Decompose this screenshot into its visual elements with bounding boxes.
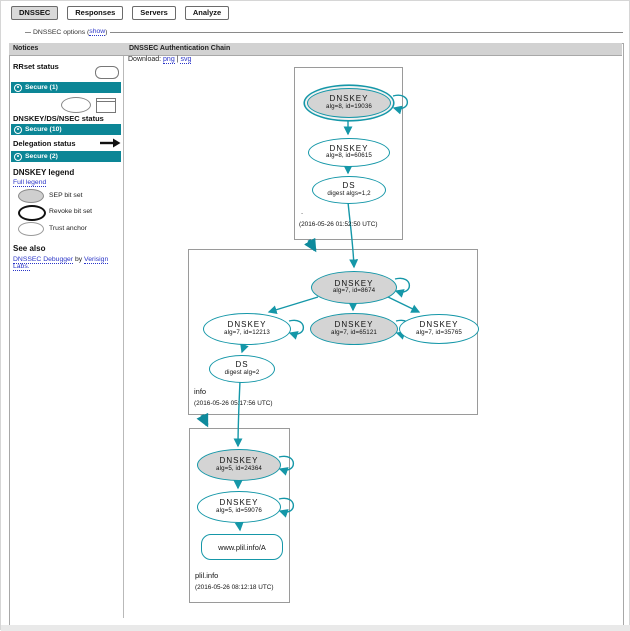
- node-id-label: alg=8, id=19036: [326, 102, 372, 110]
- see-also-by: by: [73, 256, 85, 263]
- node-type-label: DNSKEY: [334, 278, 374, 288]
- delegation-secure-badge[interactable]: Secure (2): [11, 151, 121, 162]
- tab-servers[interactable]: Servers: [132, 6, 176, 21]
- zone-name-plil-info: plil.info: [195, 571, 219, 580]
- node-type-label: DNSKEY: [227, 320, 267, 330]
- node-dnskey-12213[interactable]: DNSKEY alg=7, id=12213: [203, 313, 291, 345]
- node-id-label: alg=5, id=59076: [216, 506, 262, 514]
- nsec-shape-icon: [96, 98, 116, 113]
- divider-line: [25, 31, 31, 33]
- zone-name-info: info: [194, 387, 207, 396]
- node-type-label: DNSKEY: [334, 320, 374, 330]
- secure-lock-icon: [14, 125, 22, 134]
- notices-header: Notices: [13, 45, 39, 52]
- node-type-label: DNSKEY: [329, 94, 369, 104]
- node-id-label: alg=7, id=8674: [332, 287, 376, 295]
- rrset-status-title: RRset status: [13, 62, 59, 71]
- tab-dnssec[interactable]: DNSSEC: [11, 6, 59, 21]
- divider-line: [110, 31, 623, 33]
- delegation-secure-label: Secure (2): [25, 153, 58, 160]
- dnskey-secure-badge[interactable]: Secure (10): [11, 124, 121, 135]
- dnskey-secure-label: Secure (10): [25, 126, 62, 133]
- node-id-label: alg=8, id=60615: [326, 152, 372, 160]
- dnssec-options-row: DNSSEC options ( show ): [25, 28, 623, 36]
- legend-trust-anchor-ellipse: [18, 222, 44, 236]
- zone-name-root: .: [301, 207, 304, 216]
- node-dnskey-60615[interactable]: DNSKEY alg=8, id=60615: [308, 138, 390, 167]
- verisign-labs-link[interactable]: Verisign Labs.: [13, 256, 109, 271]
- tab-bar: DNSSEC Responses Servers Analyze: [11, 6, 230, 21]
- rrset-shape-icon: [95, 66, 119, 79]
- node-id-label: alg=5, id=24364: [216, 464, 262, 472]
- download-label: Download:: [128, 56, 162, 63]
- dnssec-debugger-link[interactable]: DNSSEC Debugger: [13, 256, 74, 264]
- tab-responses[interactable]: Responses: [67, 6, 124, 21]
- dnskey-ds-nsec-status-title: DNSKEY/DS/NSEC status: [13, 114, 104, 123]
- node-type-label: DS: [342, 181, 356, 191]
- download-svg-link[interactable]: svg: [180, 56, 192, 64]
- node-dnskey-59076[interactable]: DNSKEY alg=5, id=59076: [197, 491, 281, 523]
- node-type-label: DNSKEY: [219, 498, 259, 508]
- node-id-label: alg=7, id=65121: [331, 328, 377, 336]
- node-dnskey-35765[interactable]: DNSKEY alg=7, id=35765: [399, 314, 479, 344]
- delegation-status-title: Delegation status: [13, 139, 76, 148]
- node-rrset-www-plil-info-a[interactable]: www.plil.info/A: [201, 534, 283, 560]
- node-type-label: DS: [235, 360, 249, 370]
- node-ds-info[interactable]: DS digest alg=2: [209, 355, 275, 383]
- download-png-link[interactable]: png: [163, 56, 175, 64]
- options-label-close: ): [105, 28, 108, 36]
- legend-sep-label: SEP bit set: [49, 192, 83, 199]
- dnskey-legend-title: DNSKEY legend: [13, 168, 75, 177]
- delegation-arrow-icon: [100, 138, 121, 148]
- dnskey-shape-icon: [61, 97, 91, 113]
- sidebar-divider: [123, 56, 124, 618]
- node-id-label: alg=7, id=35765: [416, 328, 462, 336]
- node-id-label: digest algs=1,2: [327, 189, 371, 197]
- legend-revoke-label: Revoke bit set: [49, 208, 93, 215]
- zone-timestamp-info: (2016-05-26 05:17:56 UTC): [194, 400, 273, 407]
- node-id-label: alg=7, id=12213: [224, 328, 270, 336]
- see-also-title: See also: [13, 244, 46, 253]
- zone-timestamp-root: (2016-05-26 01:52:50 UTC): [299, 221, 378, 228]
- secure-lock-icon: [14, 83, 22, 92]
- node-type-label: DNSKEY: [419, 320, 459, 330]
- options-label: DNSSEC options (: [33, 28, 90, 36]
- node-id-label: digest alg=2: [224, 368, 260, 376]
- node-dnskey-24364[interactable]: DNSKEY alg=5, id=24364: [197, 449, 281, 481]
- secure-lock-icon: [14, 152, 22, 161]
- full-legend-link[interactable]: Full legend: [13, 179, 47, 187]
- legend-sep-ellipse: [18, 189, 44, 203]
- download-row: Download: png | svg: [128, 56, 192, 64]
- tab-analyze[interactable]: Analyze: [184, 6, 230, 21]
- rrset-secure-badge[interactable]: Secure (1): [11, 82, 121, 93]
- rrset-label: www.plil.info/A: [218, 542, 266, 552]
- node-ds-root[interactable]: DS digest algs=1,2: [312, 176, 386, 204]
- legend-trust-anchor-label: Trust anchor: [49, 225, 87, 232]
- node-dnskey-8674[interactable]: DNSKEY alg=7, id=8674: [311, 271, 397, 304]
- node-dnskey-65121[interactable]: DNSKEY alg=7, id=65121: [310, 313, 398, 345]
- bottom-strip: [1, 625, 630, 631]
- rrset-secure-label: Secure (1): [25, 84, 58, 91]
- zone-timestamp-plil-info: (2016-05-26 08:12:18 UTC): [195, 584, 274, 591]
- node-type-label: DNSKEY: [219, 456, 259, 466]
- legend-revoke-ellipse: [18, 205, 46, 221]
- auth-chain-header: DNSSEC Authentication Chain: [129, 45, 231, 52]
- node-type-label: DNSKEY: [329, 143, 369, 153]
- options-show-link[interactable]: show: [89, 28, 106, 36]
- download-separator: |: [176, 56, 179, 63]
- see-also-line: DNSSEC Debugger by Verisign Labs.: [13, 256, 119, 271]
- node-dnskey-19036[interactable]: DNSKEY alg=8, id=19036: [307, 88, 391, 118]
- panel-header: Notices DNSSEC Authentication Chain: [9, 43, 622, 56]
